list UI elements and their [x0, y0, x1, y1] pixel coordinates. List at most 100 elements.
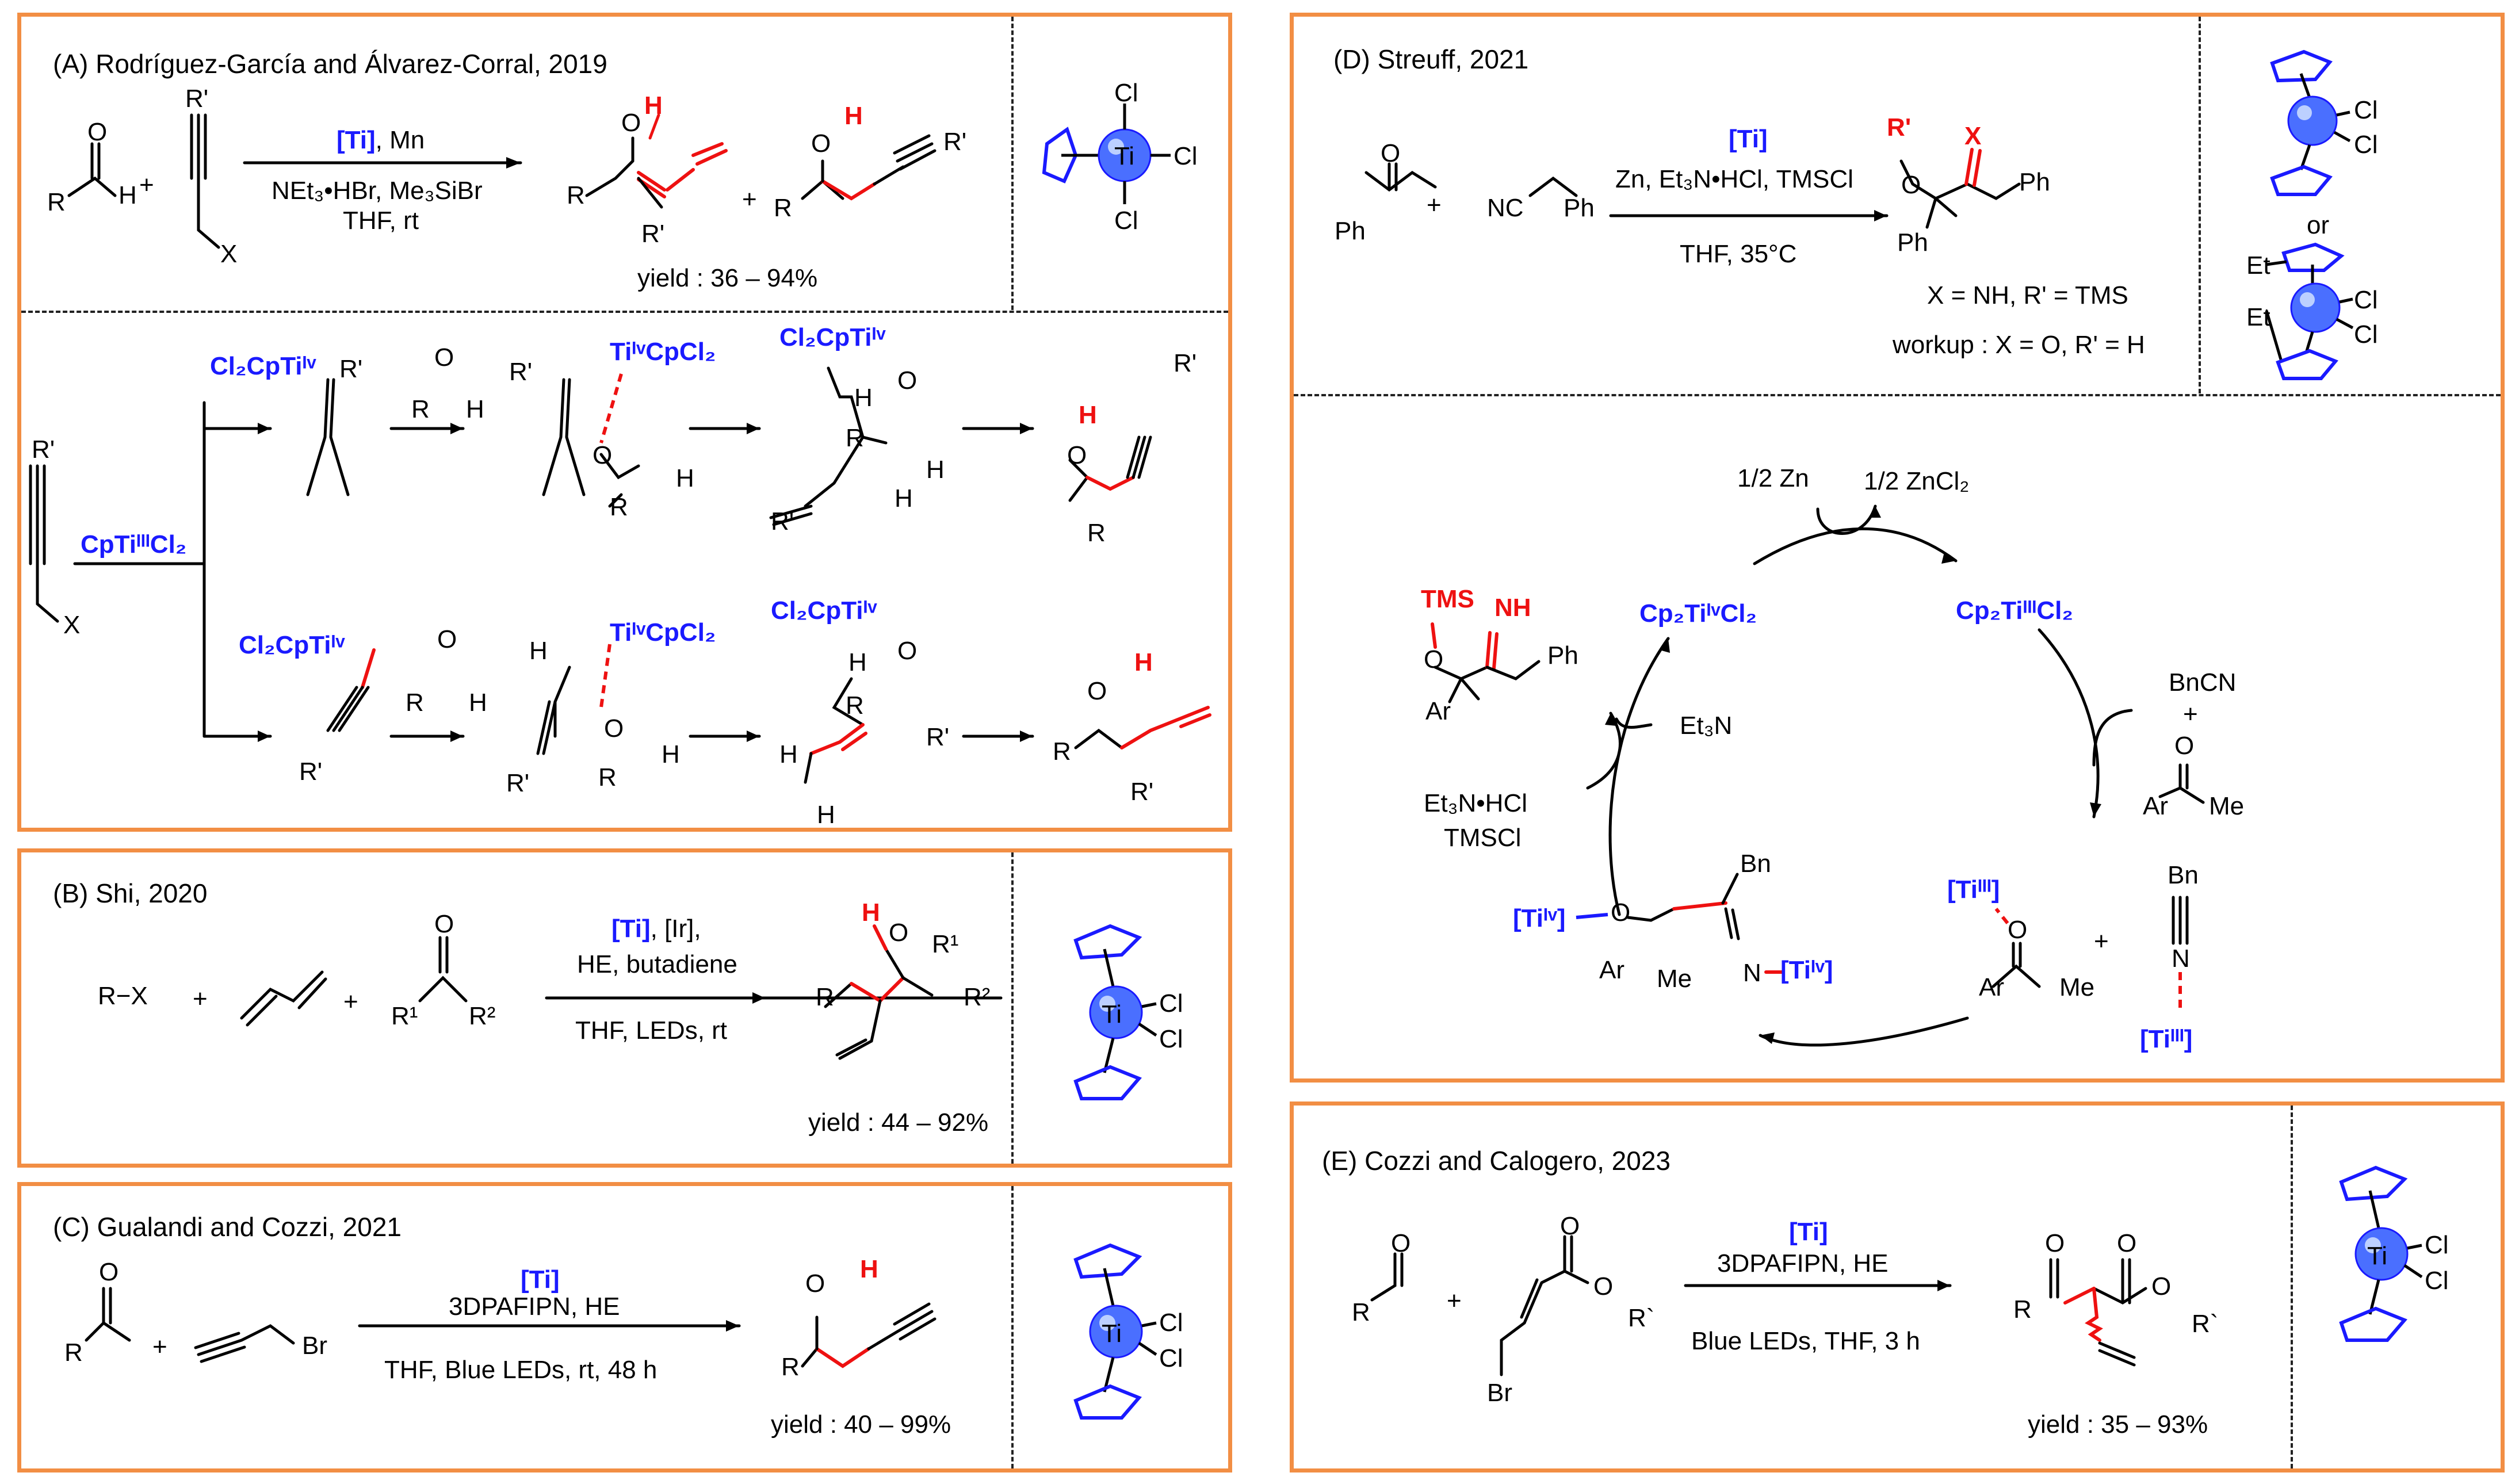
a-mech-int6-rp: R'	[926, 723, 950, 751]
d-cycle-ketone-ar: Ar	[2143, 792, 2168, 820]
a-ti-cl-bottom: Cl	[1114, 206, 1138, 235]
a-mech-int6-o: O	[897, 637, 918, 665]
a-aldehyde-r: R	[47, 188, 66, 216]
panel-c-heading: (C) Gualandi and Cozzi, 2021	[53, 1212, 402, 1242]
b-cond-top: [Ti], [Ir],	[611, 915, 701, 943]
e-ti-cl2: Cl	[2425, 1267, 2449, 1295]
a-mech-int5-h2: H	[662, 740, 680, 768]
e-cond-mid: 3DPAFIPN, HE	[1717, 1249, 1889, 1278]
a-mech-ald2-h: H	[469, 689, 487, 717]
e-prod-o1: O	[2045, 1229, 2065, 1257]
a-mech-int2-o: O	[593, 441, 613, 469]
c-plus-1: +	[152, 1333, 167, 1361]
titanocene-dichloride-icon	[1073, 1243, 1157, 1420]
d-prod-x: X	[1964, 122, 1982, 150]
a-mech-int2-r: R	[610, 493, 628, 521]
a-mech-int3: Cl₂CpTiᴵᵛ	[779, 323, 886, 351]
b-cond-bottom: THF, LEDs, rt	[575, 1016, 728, 1045]
c-ti-label: Ti	[1102, 1319, 1122, 1348]
a-mech-int1-rp: R'	[339, 355, 363, 383]
e-yield: yield : 35 – 93%	[2028, 1410, 2208, 1439]
a-plus-1: +	[139, 171, 154, 199]
a-mech-ald2-o: O	[437, 625, 457, 653]
b-plus-1: +	[193, 985, 208, 1013]
a-mech-int5: TiᴵᵛCpCl₂	[610, 618, 716, 647]
e-ti-label: Ti	[2367, 1242, 2388, 1270]
b-ti-cl2: Cl	[1159, 1025, 1183, 1053]
d-cycle-tms: TMS	[1421, 585, 1474, 613]
a-ti-cl-top: Cl	[1114, 79, 1138, 107]
a-mech-prod2-rp: R'	[1130, 778, 1154, 806]
a-mech-prod2-h: H	[1134, 648, 1153, 676]
d-plus-1: +	[1427, 191, 1442, 219]
b-ketone-r1: R¹	[391, 1002, 418, 1030]
d-cycle-ketone-me: Me	[2209, 792, 2245, 820]
a-mech-int2: TiᴵᵛCpCl₂	[610, 338, 716, 366]
c-cond-bottom: THF, Blue LEDs, rt, 48 h	[384, 1356, 658, 1384]
panel-d-divider-horizontal	[1294, 394, 2501, 396]
e-prod-o2: O	[2117, 1229, 2137, 1257]
panel-a	[17, 13, 1232, 832]
a-propargyl-rp: R'	[185, 85, 209, 113]
a-prod2-rp: R'	[943, 128, 967, 156]
d-cycle-imine-o: O	[1424, 645, 1444, 674]
a-prod1-o: O	[621, 109, 641, 137]
b-plus-2: +	[343, 988, 358, 1016]
panel-e	[1290, 1101, 2505, 1472]
titanocene-trichloride-icon	[1042, 104, 1171, 204]
a-yield: yield : 36 – 94%	[637, 264, 818, 292]
d-ti-cl2: Cl	[2354, 131, 2378, 159]
c-prod-o: O	[805, 1269, 825, 1298]
a-mech-int6: Cl₂CpTiᴵᵛ	[771, 596, 877, 625]
a-mech-int2-rp: R'	[509, 358, 533, 386]
e-ester-rb: R`	[1628, 1304, 1655, 1332]
d-cycle-tmscl: TMSCl	[1444, 824, 1522, 852]
e-ester-o1: O	[1560, 1212, 1580, 1240]
d-product-note1: X = NH, R' = TMS	[1927, 281, 2128, 309]
a-mech-int3-h1: H	[854, 384, 873, 412]
a-mech-prod1-r: R	[1087, 519, 1106, 547]
a-prod1-h: H	[644, 91, 663, 120]
d-cycle-zncl2: 1/2 ZnCl₂	[1864, 467, 1970, 495]
a-mech-prod1-rp: R'	[1174, 349, 1197, 377]
d-reactant2-nc: NC	[1487, 194, 1524, 222]
a-mech-int3-r: R	[846, 424, 864, 452]
d-cycle-ti3-left: [Tiᴵᴵᴵ]	[1947, 875, 2000, 904]
d-prod-rp: R'	[1887, 113, 1912, 141]
c-ti-cl2: Cl	[1159, 1344, 1183, 1372]
b-prod-r1: R¹	[932, 930, 959, 958]
d-cycle-plus: +	[2183, 700, 2198, 728]
a-prod2-r: R	[774, 194, 792, 222]
d-cycle-int-me: Me	[1657, 965, 1692, 993]
a-mech-prod1-o: O	[1067, 441, 1087, 469]
c-ald-r: R	[64, 1338, 83, 1367]
e-ald-r: R	[1352, 1298, 1370, 1326]
panel-d-heading: (D) Streuff, 2021	[1333, 44, 1529, 74]
a-mech-int6-h3: H	[817, 801, 835, 829]
a-cond-bottom2: THF, rt	[343, 206, 419, 235]
d-cycle-ti4-right: [Tiᴵᵛ]	[1780, 956, 1833, 984]
d-cycle-zn: 1/2 Zn	[1737, 464, 1809, 492]
b-ketone-r2: R²	[469, 1002, 496, 1030]
d-cond-top: [Ti]	[1729, 125, 1768, 153]
d-cycle-int-ar: Ar	[1599, 956, 1624, 984]
d-cycle-int-bn: Bn	[1740, 850, 1771, 878]
panel-b-divider	[1011, 852, 1014, 1164]
d-cycle-k-ar: Ar	[1979, 973, 2004, 1001]
d-ti-cl4: Cl	[2354, 320, 2378, 349]
a-mech-int2-h: H	[676, 464, 694, 492]
panel-b-heading: (B) Shi, 2020	[53, 878, 208, 908]
a-mech-int3-h2: H	[926, 456, 945, 484]
d-cycle-k-plus: +	[2094, 927, 2109, 955]
a-mech-ald2-r: R	[406, 689, 424, 717]
titanocene-dichloride-icon	[1073, 924, 1157, 1100]
e-prod-rb: R`	[2192, 1310, 2219, 1338]
panel-e-divider	[2291, 1106, 2293, 1468]
a-mech-start-rp: R'	[32, 435, 55, 464]
d-cycle-imine-ar: Ar	[1425, 697, 1451, 725]
ethyl-titanocene-dichloride-icon	[2265, 242, 2354, 380]
